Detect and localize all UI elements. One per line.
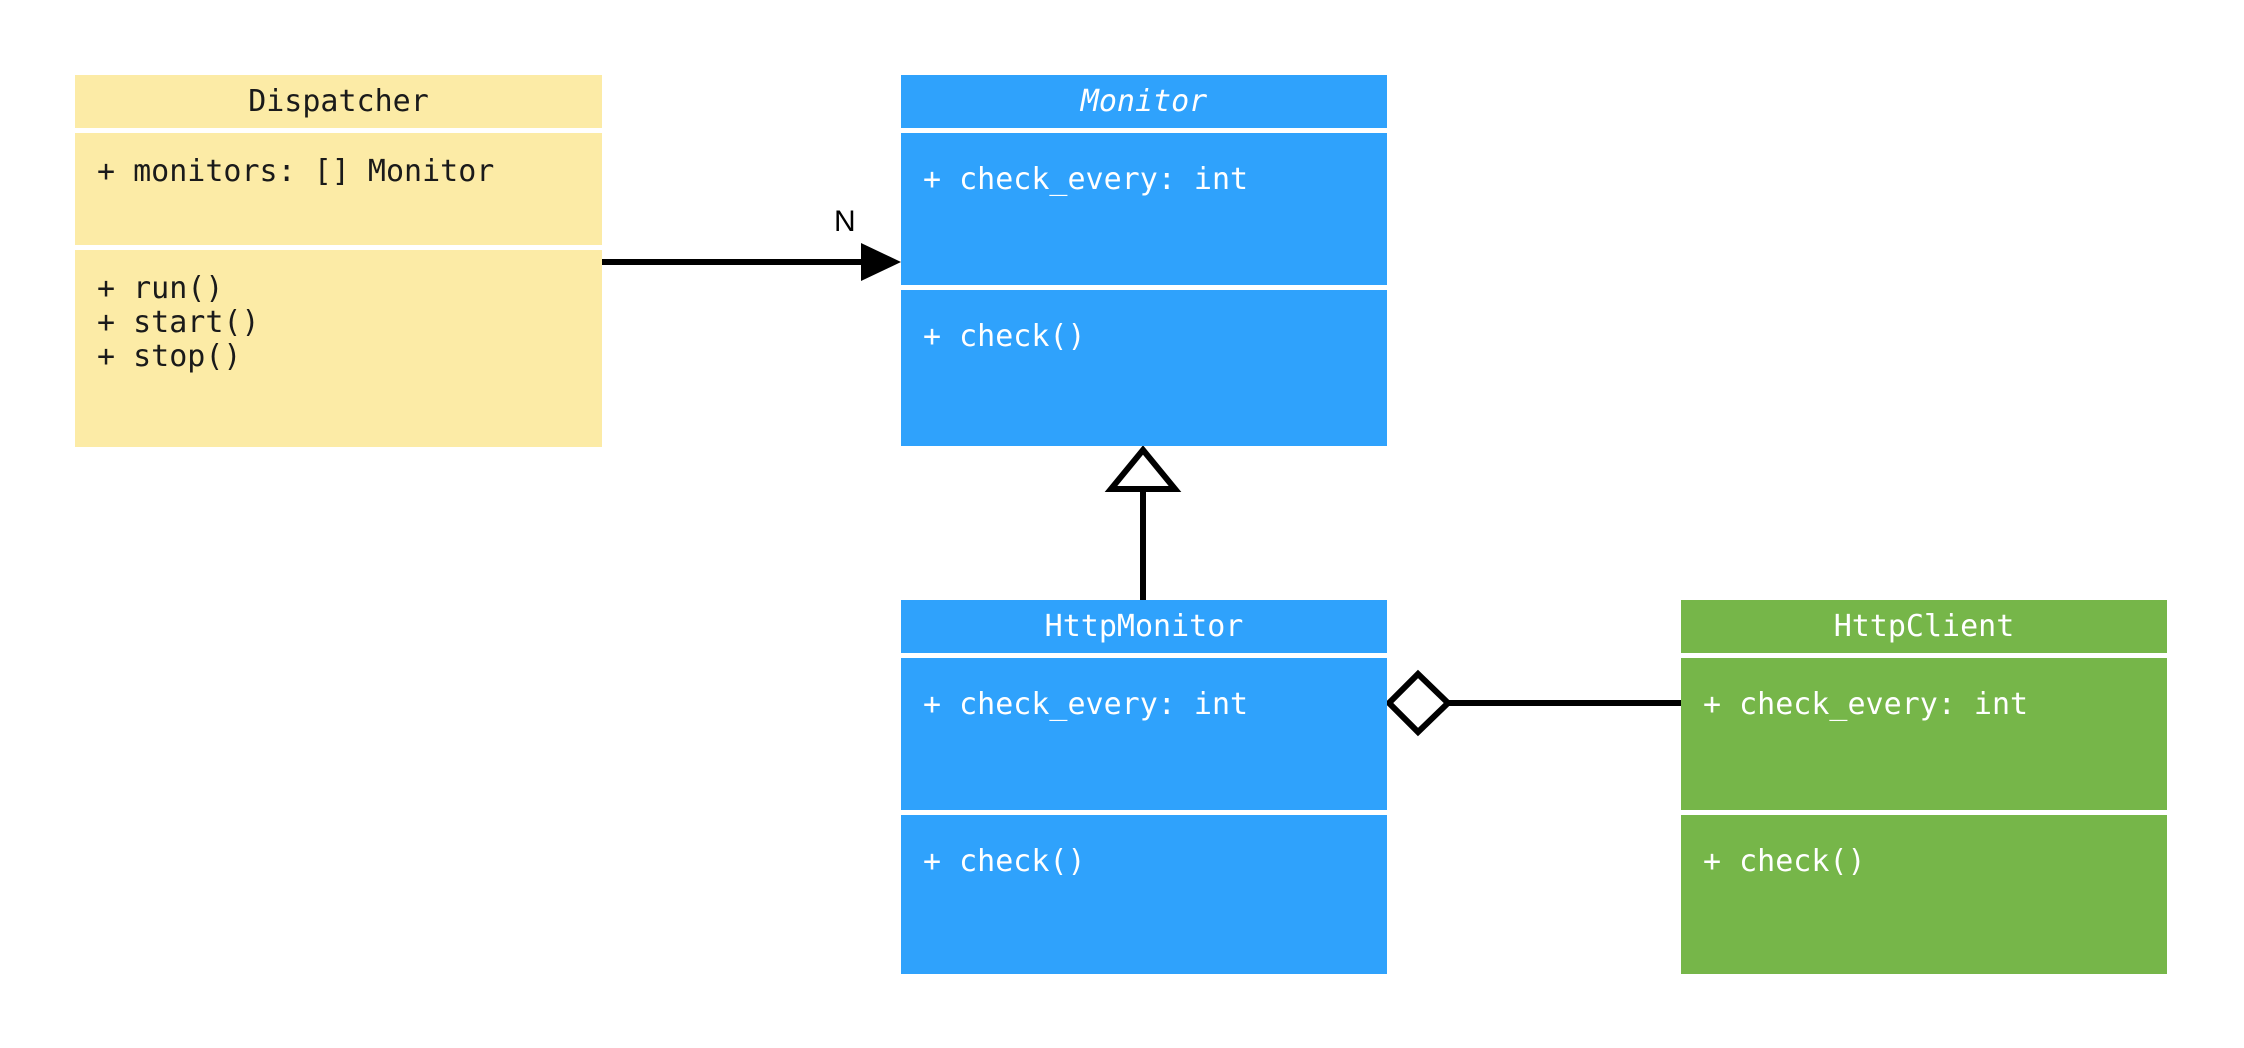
aggregation-httpmonitor-httpclient bbox=[1384, 669, 1681, 737]
class-attributes-http-monitor: + check_every: int bbox=[901, 658, 1387, 810]
method-row: + check() bbox=[1703, 844, 1866, 879]
class-methods-dispatcher: + run() + start() + stop() bbox=[75, 250, 602, 447]
class-title-monitor: Monitor bbox=[901, 75, 1387, 128]
method-row: + run() bbox=[97, 271, 224, 306]
method-row: + start() bbox=[97, 305, 260, 340]
class-box-dispatcher[interactable]: Dispatcher + monitors: [] Monitor + run(… bbox=[75, 75, 602, 447]
association-dispatcher-monitor bbox=[602, 243, 901, 281]
class-title-dispatcher: Dispatcher bbox=[75, 75, 602, 128]
method-row: + check() bbox=[923, 319, 1086, 354]
hollow-triangle-arrowhead-icon bbox=[1104, 445, 1182, 492]
class-attributes-monitor: + check_every: int bbox=[901, 133, 1387, 285]
class-methods-http-client: + check() bbox=[1681, 815, 2167, 974]
filled-triangle-arrowhead-icon bbox=[861, 243, 901, 281]
method-row: + stop() bbox=[97, 339, 242, 374]
attribute-row: + check_every: int bbox=[923, 687, 1249, 722]
attribute-row: + monitors: [] Monitor bbox=[97, 154, 495, 189]
class-methods-monitor: + check() bbox=[901, 290, 1387, 446]
class-name-text: HttpClient bbox=[1833, 609, 2015, 644]
method-row: + check() bbox=[923, 844, 1086, 879]
association-multiplicity-label: N bbox=[834, 205, 856, 238]
class-title-http-client: HttpClient bbox=[1681, 600, 2167, 653]
class-name-text: HttpMonitor bbox=[1044, 609, 1244, 644]
class-attributes-http-client: + check_every: int bbox=[1681, 658, 2167, 810]
class-methods-http-monitor: + check() bbox=[901, 815, 1387, 974]
class-box-monitor[interactable]: Monitor + check_every: int + check() bbox=[901, 75, 1387, 446]
class-box-http-client[interactable]: HttpClient + check_every: int + check() bbox=[1681, 600, 2167, 974]
class-name-text: Monitor bbox=[1080, 84, 1208, 119]
class-title-http-monitor: HttpMonitor bbox=[901, 600, 1387, 653]
class-box-http-monitor[interactable]: HttpMonitor + check_every: int + check() bbox=[901, 600, 1387, 974]
class-attributes-dispatcher: + monitors: [] Monitor bbox=[75, 133, 602, 245]
attribute-row: + check_every: int bbox=[923, 162, 1249, 197]
generalization-httpmonitor-monitor bbox=[1104, 445, 1182, 600]
class-name-text: Dispatcher bbox=[248, 84, 429, 119]
hollow-diamond-arrowhead-icon bbox=[1384, 669, 1453, 737]
attribute-row: + check_every: int bbox=[1703, 687, 2029, 722]
